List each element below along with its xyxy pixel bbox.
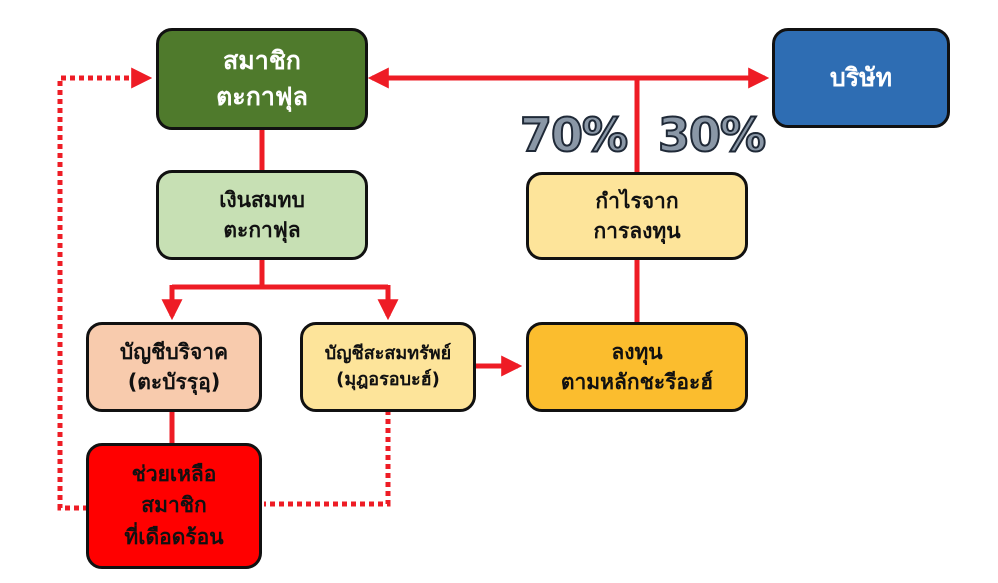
help-node-line-1: ช่วยเหลือ [131,461,217,486]
profit-node-line-1: กำไรจาก [595,188,679,213]
donation-node: บัญชีบริจาค (ตะบัรรุอฺ) [86,322,262,412]
donation-node-line-1: บัญชีบริจาค [119,339,229,364]
help-to-member-dotted-arrow [57,67,153,511]
member-node-line-2: ตะกาฟุล [216,82,308,111]
company-node: บริษัท [772,28,950,128]
contribution-node-line-1: เงินสมทบ [219,187,305,212]
help-node: ช่วยเหลือ สมาชิก ที่เดือดร้อน [86,443,262,569]
donation-node-line-2: (ตะบัรรุอฺ) [127,370,221,394]
help-node-line-3: ที่เดือดร้อน [124,524,224,549]
member-node-line-1: สมาชิก [223,45,301,75]
savings-node-line-1: บัญชีสะสมทรัพย์ [324,342,452,364]
profit-node-line-2: การลงทุน [593,219,681,243]
company-share-label: 30% [657,108,767,162]
member-share-label: 70% [519,108,629,162]
invest-node-line-1: ลงทุน [611,339,663,364]
savings-node-line-2: (มุฎอรอบะฮ์) [336,369,440,390]
help-node-line-2: สมาชิก [141,493,207,518]
contribution-node-line-2: ตะกาฟุล [223,218,301,242]
company-node-line-1: บริษัท [829,62,893,92]
savings-node: บัญชีสะสมทรัพย์ (มุฎอรอบะฮ์) [300,322,476,412]
invest-node-line-2: ตามหลักชะรีอะฮ์ [560,370,714,394]
member-node: สมาชิก ตะกาฟุล [156,28,368,130]
invest-node: ลงทุน ตามหลักชะรีอะฮ์ [526,322,748,412]
profit-node: กำไรจาก การลงทุน [526,172,748,260]
contribution-node: เงินสมทบ ตะกาฟุล [156,170,368,260]
savings-to-help-dotted-line [264,410,391,507]
